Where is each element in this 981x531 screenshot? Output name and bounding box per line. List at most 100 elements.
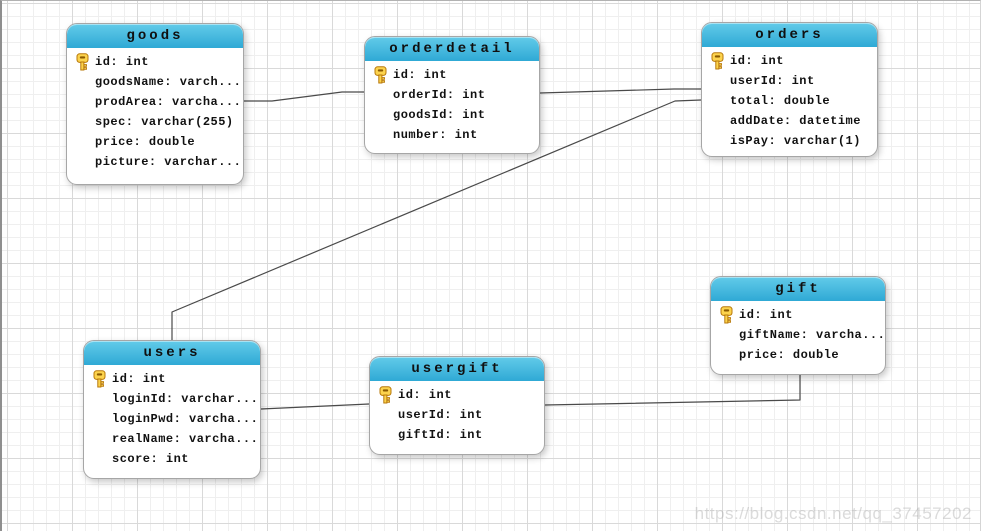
field-label: id: int — [112, 372, 166, 386]
field-row[interactable]: giftId: int — [379, 425, 540, 445]
field-row[interactable]: addDate: datetime — [711, 111, 873, 131]
field-indent — [374, 106, 387, 124]
table-field-list: id: int userId: int total: double addDate: … — [702, 47, 877, 151]
table-header-orders[interactable]: orders — [702, 23, 877, 47]
field-row[interactable]: giftName: varcha... — [720, 325, 885, 345]
key-icon — [76, 53, 89, 71]
field-indent — [374, 86, 387, 104]
field-label: isPay: varchar(1) — [730, 134, 861, 148]
key-icon — [720, 306, 733, 324]
field-indent — [93, 390, 106, 408]
field-row[interactable]: price: double — [720, 345, 881, 365]
field-label: userId: int — [730, 74, 815, 88]
field-label: userId: int — [398, 408, 483, 422]
field-label: prodArea: varcha... — [95, 95, 242, 109]
table-header-orderdetail[interactable]: orderdetail — [365, 37, 539, 61]
field-label: goodsId: int — [393, 108, 486, 122]
table-users[interactable]: users id: int loginId: varchar... loginPwd:… — [83, 340, 261, 479]
field-indent — [711, 112, 724, 130]
field-label: loginPwd: varcha... — [112, 412, 259, 426]
field-indent — [720, 326, 733, 344]
field-row[interactable]: loginPwd: varcha... — [93, 409, 259, 429]
table-gift[interactable]: gift id: int giftName: varcha... price: dou… — [710, 276, 886, 375]
field-label: realName: varcha... — [112, 432, 259, 446]
field-indent — [76, 73, 89, 91]
key-icon — [711, 52, 724, 70]
table-title: orderdetail — [389, 41, 515, 57]
key-icon — [379, 386, 392, 404]
table-goods[interactable]: goods id: int goodsName: varch... prodArea:… — [66, 23, 244, 185]
key-icon — [93, 370, 106, 388]
field-label: orderId: int — [393, 88, 486, 102]
field-row[interactable]: userId: int — [379, 405, 540, 425]
field-indent — [379, 426, 392, 444]
field-indent — [76, 153, 89, 171]
field-row[interactable]: goodsId: int — [374, 105, 535, 125]
field-row[interactable]: picture: varchar... — [76, 152, 242, 172]
field-indent — [76, 113, 89, 131]
field-label: price: double — [95, 135, 196, 149]
table-header-usergift[interactable]: usergift — [370, 357, 544, 381]
table-header-users[interactable]: users — [84, 341, 260, 365]
field-indent — [379, 406, 392, 424]
field-row[interactable]: id: int — [720, 305, 881, 325]
connection-usergift-gift[interactable] — [544, 375, 801, 406]
field-indent — [711, 72, 724, 90]
field-label: goodsName: varch... — [95, 75, 242, 89]
connection-goods-orderdetail[interactable] — [243, 91, 364, 102]
field-indent — [720, 346, 733, 364]
field-indent — [93, 430, 106, 448]
table-field-list: id: int orderId: int goodsId: int number: i… — [365, 61, 539, 145]
table-orderdetail[interactable]: orderdetail id: int orderId: int goodsId: i… — [364, 36, 540, 154]
field-label: id: int — [739, 308, 793, 322]
field-row[interactable]: prodArea: varcha... — [76, 92, 242, 112]
field-label: score: int — [112, 452, 190, 466]
field-row[interactable]: id: int — [711, 51, 873, 71]
field-label: loginId: varchar... — [112, 392, 259, 406]
field-row[interactable]: goodsName: varch... — [76, 72, 242, 92]
field-label: id: int — [95, 55, 149, 69]
field-row[interactable]: score: int — [93, 449, 256, 469]
table-title: usergift — [411, 361, 503, 377]
field-indent — [711, 92, 724, 110]
table-usergift[interactable]: usergift id: int userId: int giftId: int — [369, 356, 545, 455]
field-row[interactable]: userId: int — [711, 71, 873, 91]
field-label: total: double — [730, 94, 831, 108]
table-title: orders — [755, 27, 824, 43]
table-orders[interactable]: orders id: int userId: int total: double add… — [701, 22, 878, 157]
field-row[interactable]: loginId: varchar... — [93, 389, 259, 409]
field-label: id: int — [730, 54, 784, 68]
connection-orders-users[interactable] — [171, 99, 702, 340]
connection-orderdetail-orders[interactable] — [539, 88, 701, 94]
field-label: number: int — [393, 128, 478, 142]
field-row[interactable]: id: int — [76, 52, 239, 72]
field-label: id: int — [393, 68, 447, 82]
field-row[interactable]: id: int — [379, 385, 540, 405]
table-field-list: id: int loginId: varchar... loginPwd: varc… — [84, 365, 260, 469]
field-label: id: int — [398, 388, 452, 402]
field-row[interactable]: realName: varcha... — [93, 429, 259, 449]
field-row[interactable]: id: int — [93, 369, 256, 389]
field-row[interactable]: price: double — [76, 132, 239, 152]
field-row[interactable]: spec: varchar(255) — [76, 112, 239, 132]
field-indent — [76, 93, 89, 111]
field-label: giftName: varcha... — [739, 328, 886, 342]
field-label: addDate: datetime — [730, 114, 861, 128]
table-header-gift[interactable]: gift — [711, 277, 885, 301]
field-row[interactable]: id: int — [374, 65, 535, 85]
field-row[interactable]: total: double — [711, 91, 873, 111]
field-indent — [374, 126, 387, 144]
table-header-goods[interactable]: goods — [67, 24, 243, 48]
table-field-list: id: int goodsName: varch... prodArea: varc… — [67, 48, 243, 172]
field-row[interactable]: orderId: int — [374, 85, 535, 105]
field-label: picture: varchar... — [95, 155, 242, 169]
field-indent — [93, 450, 106, 468]
field-row[interactable]: number: int — [374, 125, 535, 145]
connection-users-usergift[interactable] — [260, 403, 370, 410]
field-indent — [93, 410, 106, 428]
field-label: spec: varchar(255) — [95, 115, 234, 129]
key-icon — [374, 66, 387, 84]
field-row[interactable]: isPay: varchar(1) — [711, 131, 873, 151]
